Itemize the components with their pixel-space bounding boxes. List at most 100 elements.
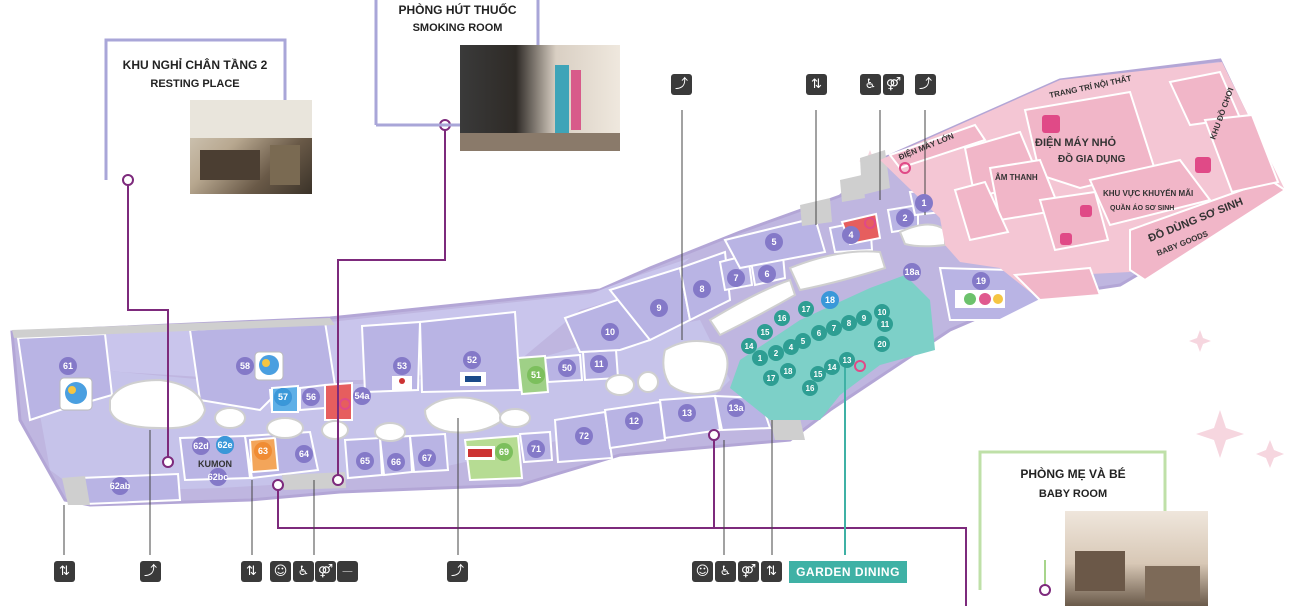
- svg-text:61: 61: [63, 361, 73, 371]
- svg-text:5: 5: [801, 337, 806, 346]
- baby-care-icon: ☺: [270, 561, 291, 582]
- smoking-room-title: PHÒNG HÚT THUỐC: [398, 3, 517, 17]
- svg-text:53: 53: [397, 361, 407, 371]
- service-areas: [12, 150, 890, 505]
- svg-text:19: 19: [976, 276, 986, 286]
- smoking-icon: ⏤: [337, 561, 358, 582]
- atrium-voids: [109, 223, 946, 442]
- escalator-icon: ⤴: [447, 561, 468, 582]
- resting-place-photo: [190, 100, 312, 194]
- elevator-icon: ⇅: [241, 561, 262, 582]
- svg-text:50: 50: [562, 363, 572, 373]
- escalator-icon: ⤴: [671, 74, 692, 95]
- svg-text:18a: 18a: [904, 267, 920, 277]
- accessible-icon: ♿: [715, 561, 736, 582]
- svg-text:QUẦN ÁO SƠ SINH: QUẦN ÁO SƠ SINH: [1110, 202, 1174, 212]
- right-department-zone: [880, 62, 1287, 302]
- svg-text:4: 4: [789, 343, 794, 352]
- svg-text:7: 7: [733, 273, 738, 283]
- restroom-icon: ⚤: [883, 74, 904, 95]
- kumon-label: KUMON: [198, 459, 232, 469]
- svg-text:6: 6: [817, 329, 822, 338]
- svg-text:69: 69: [499, 447, 509, 457]
- garden-dining-label: GARDEN DINING: [789, 561, 907, 583]
- svg-text:16: 16: [806, 384, 815, 393]
- svg-text:7: 7: [832, 324, 837, 333]
- escalator-icon: ⤴: [140, 561, 161, 582]
- svg-text:62e: 62e: [217, 440, 232, 450]
- accessible-icon: ♿: [860, 74, 881, 95]
- elevator-icon: ⇅: [806, 74, 827, 95]
- svg-text:9: 9: [862, 314, 867, 323]
- svg-text:15: 15: [814, 370, 823, 379]
- svg-text:8: 8: [699, 284, 704, 294]
- svg-text:ĐIỆN MÁY NHỎ: ĐIỆN MÁY NHỎ: [1035, 136, 1117, 149]
- svg-text:13: 13: [843, 356, 852, 365]
- svg-text:6: 6: [764, 269, 769, 279]
- baby-room-title: PHÒNG MẸ VÀ BÉ: [1020, 467, 1126, 481]
- svg-text:17: 17: [802, 305, 811, 314]
- svg-text:63: 63: [258, 446, 268, 456]
- smoking-room-subtitle: SMOKING ROOM: [412, 22, 503, 34]
- svg-text:18: 18: [784, 367, 793, 376]
- svg-text:62ab: 62ab: [110, 481, 131, 491]
- escalator-icon: ⤴: [915, 74, 936, 95]
- svg-text:62bc: 62bc: [208, 472, 229, 482]
- svg-text:2: 2: [902, 213, 907, 223]
- svg-text:72: 72: [579, 431, 589, 441]
- svg-text:15: 15: [761, 328, 770, 337]
- svg-text:67: 67: [422, 453, 432, 463]
- svg-text:KHU VỰC KHUYẾN MÃI: KHU VỰC KHUYẾN MÃI: [1103, 188, 1193, 198]
- restroom-icon: ⚤: [315, 561, 336, 582]
- svg-text:71: 71: [531, 444, 541, 454]
- brand-markers: [1042, 115, 1211, 245]
- accessible-icon: ♿: [293, 561, 314, 582]
- svg-text:17: 17: [767, 374, 776, 383]
- svg-text:ĐỒ GIA DỤNG: ĐỒ GIA DỤNG: [1058, 152, 1126, 165]
- elevator-icon: ⇅: [761, 561, 782, 582]
- svg-text:65: 65: [360, 456, 370, 466]
- svg-text:8: 8: [847, 319, 852, 328]
- svg-text:62d: 62d: [193, 441, 209, 451]
- svg-text:10: 10: [605, 327, 615, 337]
- svg-text:10: 10: [878, 308, 887, 317]
- resting-place-title: KHU NGHỈ CHÂN TẦNG 2: [122, 58, 268, 72]
- svg-text:51: 51: [531, 370, 541, 380]
- baby-room-subtitle: BABY ROOM: [1038, 488, 1108, 500]
- svg-text:58: 58: [240, 361, 250, 371]
- svg-text:2: 2: [774, 349, 779, 358]
- smoking-room-photo: [460, 45, 620, 151]
- svg-text:18: 18: [825, 295, 835, 305]
- svg-text:9: 9: [656, 303, 661, 313]
- svg-text:1: 1: [921, 198, 926, 208]
- svg-text:4: 4: [848, 230, 853, 240]
- baby-care-icon: ☺: [692, 561, 713, 582]
- garden-markers: [741, 301, 893, 396]
- svg-text:13: 13: [682, 408, 692, 418]
- baby-room-photo: [1065, 511, 1208, 606]
- svg-text:54a: 54a: [354, 391, 370, 401]
- svg-text:52: 52: [467, 355, 477, 365]
- svg-text:20: 20: [878, 340, 887, 349]
- svg-text:5: 5: [771, 237, 776, 247]
- elevator-icon: ⇅: [54, 561, 75, 582]
- svg-text:16: 16: [778, 314, 787, 323]
- svg-text:66: 66: [391, 457, 401, 467]
- svg-text:14: 14: [828, 363, 837, 372]
- svg-text:1: 1: [758, 354, 763, 363]
- svg-text:11: 11: [594, 359, 604, 369]
- svg-text:56: 56: [306, 392, 316, 402]
- svg-text:64: 64: [299, 449, 309, 459]
- resting-place-subtitle: RESTING PLACE: [150, 78, 240, 90]
- kids-logos: [59, 290, 1005, 460]
- svg-text:13a: 13a: [728, 403, 744, 413]
- svg-text:12: 12: [629, 416, 639, 426]
- svg-text:ÂM THANH: ÂM THANH: [995, 173, 1038, 182]
- svg-text:14: 14: [745, 342, 754, 351]
- svg-text:11: 11: [881, 320, 890, 329]
- svg-text:57: 57: [278, 392, 288, 402]
- restroom-icon: ⚤: [738, 561, 759, 582]
